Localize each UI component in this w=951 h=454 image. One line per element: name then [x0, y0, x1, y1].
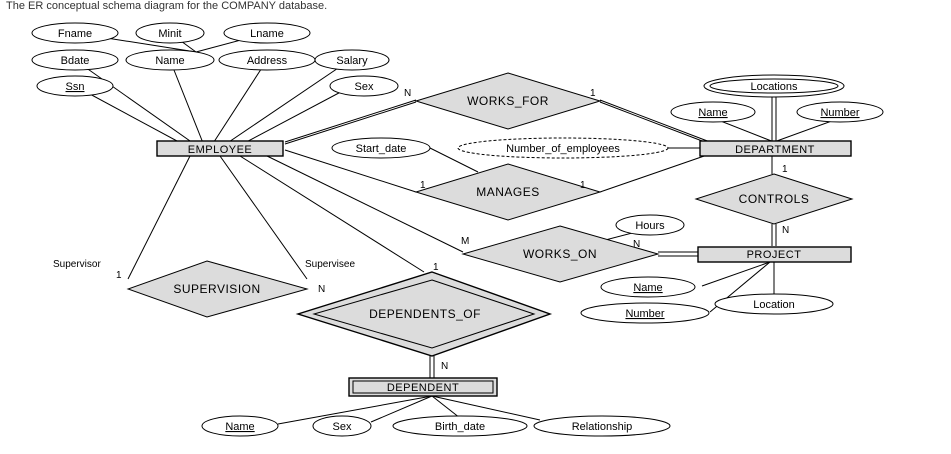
department-number-attribute	[796, 101, 884, 123]
department-name-label: Name	[698, 107, 727, 119]
number-of-employees-attribute	[457, 137, 669, 159]
fname-label: Fname	[58, 28, 92, 40]
location-attribute	[714, 293, 834, 315]
project-entity	[697, 246, 852, 263]
fname-attribute	[31, 22, 119, 44]
address-label: Address	[247, 55, 288, 67]
works-on-employee-cardinality: M	[461, 236, 469, 247]
bdate-attribute	[31, 49, 119, 71]
number-of-employees-label: Number_of_employees	[506, 143, 620, 155]
supervision-relationship	[126, 260, 309, 318]
manages-department-cardinality: 1	[580, 180, 586, 191]
lname-attribute	[223, 22, 311, 44]
works-on-relationship	[461, 225, 660, 283]
works-for-employee-cardinality: N	[404, 88, 411, 99]
birth-date-label: Birth_date	[435, 421, 485, 433]
department-number-label: Number	[820, 107, 859, 119]
start-date-label: Start_date	[356, 143, 407, 155]
works-on-project-cardinality: N	[633, 239, 640, 250]
start-date-attribute	[331, 137, 431, 159]
lname-label: Lname	[250, 28, 284, 40]
dependent-entity	[348, 377, 498, 397]
works-for-label: WORKS_FOR	[467, 94, 549, 108]
diagram-caption: The ER conceptual schema diagram for the…	[6, 0, 328, 12]
relationship-attribute	[533, 415, 671, 437]
dependent-name-attribute	[201, 415, 279, 437]
hours-label: Hours	[635, 220, 665, 232]
locations-multivalued-inner	[709, 78, 839, 94]
locations-label: Locations	[750, 81, 798, 93]
department-label: DEPARTMENT	[735, 144, 815, 156]
minit-label: Minit	[158, 28, 181, 40]
employee-label: EMPLOYEE	[188, 144, 253, 156]
employee-entity	[156, 140, 284, 157]
dependent-name-label: Name	[225, 421, 254, 433]
dependents-of-dependent-cardinality: N	[441, 361, 448, 372]
project-label: PROJECT	[747, 249, 802, 261]
supervisor-role-label: Supervisor	[53, 259, 101, 270]
supervisor-cardinality: 1	[116, 270, 122, 281]
employee-sex-label: Sex	[355, 81, 374, 93]
department-entity	[699, 140, 852, 157]
ssn-attribute	[36, 75, 114, 97]
connector-lines	[74, 32, 841, 425]
controls-label: CONTROLS	[739, 192, 810, 206]
dependent-entity-inner-border	[352, 380, 494, 394]
minit-attribute	[135, 22, 205, 44]
salary-attribute	[314, 49, 390, 71]
controls-department-cardinality: 1	[782, 164, 788, 175]
project-number-label: Number	[625, 308, 664, 320]
controls-project-cardinality: N	[782, 225, 789, 236]
dependents-of-relationship	[295, 271, 553, 357]
ssn-label: Ssn	[66, 81, 85, 93]
manages-employee-cardinality: 1	[420, 180, 426, 191]
supervisee-cardinality: N	[318, 284, 325, 295]
location-label: Location	[753, 299, 795, 311]
project-name-label: Name	[633, 282, 662, 294]
dependent-sex-attribute	[312, 415, 372, 437]
dependent-sex-label: Sex	[333, 421, 352, 433]
dependent-label: DEPENDENT	[387, 382, 459, 394]
dependents-of-inner-border	[312, 279, 536, 349]
employee-sex-attribute	[329, 75, 399, 97]
relationship-label: Relationship	[572, 421, 633, 433]
project-name-attribute	[600, 276, 696, 298]
bdate-label: Bdate	[61, 55, 90, 67]
birth-date-attribute	[392, 415, 528, 437]
hours-attribute	[615, 214, 685, 236]
dependents-of-label: DEPENDENTS_OF	[369, 307, 481, 321]
works-on-label: WORKS_ON	[523, 247, 597, 261]
project-number-attribute	[580, 302, 710, 324]
supervision-label: SUPERVISION	[173, 282, 260, 296]
works-for-relationship	[414, 72, 602, 130]
employee-name-attribute	[125, 49, 215, 71]
manages-label: MANAGES	[476, 185, 540, 199]
controls-relationship	[694, 173, 854, 225]
supervisee-role-label: Supervisee	[305, 259, 355, 270]
department-name-attribute	[670, 101, 756, 123]
salary-label: Salary	[336, 55, 368, 67]
manages-relationship	[414, 163, 602, 221]
employee-name-label: Name	[155, 55, 184, 67]
dependents-of-employee-cardinality: 1	[433, 262, 439, 273]
works-for-department-cardinality: 1	[590, 88, 596, 99]
